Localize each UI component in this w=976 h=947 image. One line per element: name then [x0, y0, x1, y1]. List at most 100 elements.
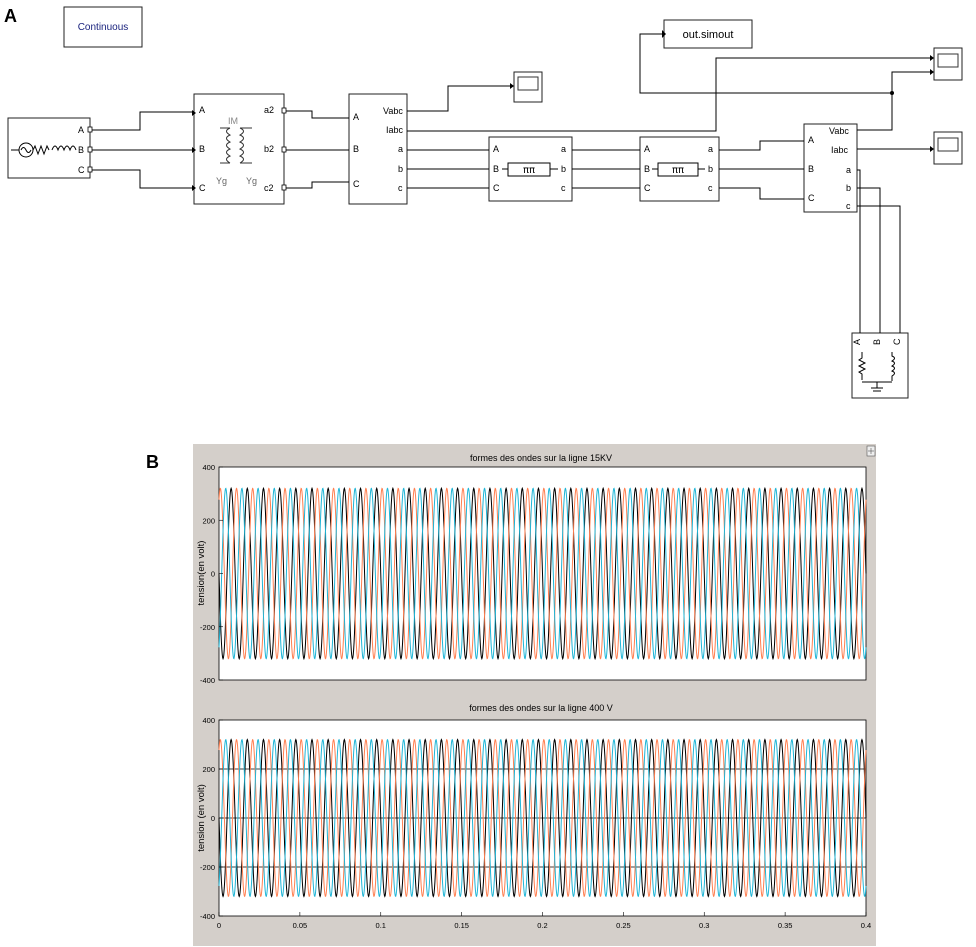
xtick-label: 0.05	[293, 921, 308, 930]
measurement-block-2[interactable]: A B C Vabc Iabc a b c	[803, 123, 858, 213]
chart-400v: formes des ondes sur la ligne 400 V 400 2…	[196, 703, 871, 930]
secondary-coil-icon	[238, 127, 244, 164]
transformer-port-a: A	[199, 105, 205, 115]
ytick-label: 400	[202, 463, 215, 472]
continuous-label: Continuous	[78, 22, 129, 33]
three-phase-source-block[interactable]: A B C	[7, 117, 93, 179]
line1-port-c: C	[493, 183, 500, 193]
source-port-c: C	[78, 165, 85, 175]
three-phase-load-block[interactable]: A B C	[851, 332, 909, 399]
transformer-port-c: C	[199, 183, 206, 193]
chart-400v-series	[218, 738, 867, 898]
simulink-diagram: A Continuous out.simout A B C	[4, 6, 963, 399]
pi-line-block-2[interactable]: A B C a b c ππ	[639, 136, 720, 202]
connection-wires	[92, 33, 934, 333]
load-port-b: B	[872, 339, 882, 345]
waveform-series-3	[218, 738, 867, 898]
measure1-port-c: C	[353, 179, 360, 189]
transformer-center-label: IM	[228, 116, 238, 126]
waveform-series-2	[218, 738, 867, 898]
secondary-winding-label: Yg	[246, 176, 257, 186]
chart-400v-ylabel: tension (en volt)	[196, 784, 207, 852]
measure1-port-b: B	[353, 144, 359, 154]
chart-15kv-title: formes des ondes sur la ligne 15KV	[470, 453, 612, 463]
resistor-icon	[32, 144, 50, 156]
scope-block-3[interactable]	[933, 131, 963, 165]
panel-letter-a: A	[4, 6, 17, 26]
primary-coil-icon	[226, 127, 232, 164]
waveform-series-3	[218, 487, 867, 660]
measure1-port-iabc: Iabc	[386, 125, 404, 135]
line2-port-out-c: c	[708, 183, 713, 193]
measure2-port-vabc: Vabc	[829, 126, 849, 136]
waveform-series-1	[218, 738, 867, 898]
pi-section-icon-2: ππ	[672, 165, 684, 176]
transformer-port-a2: a2	[264, 105, 274, 115]
line2-port-c: C	[644, 183, 651, 193]
measure1-port-out-c: c	[398, 183, 403, 193]
xtick-label: 0	[217, 921, 221, 930]
pi-line-block-1[interactable]: A B C a b c ππ	[488, 136, 573, 202]
load-port-a: A	[852, 339, 862, 345]
pi-section-icon: ππ	[523, 165, 535, 176]
ytick-label: 0	[211, 814, 215, 823]
xtick-label: 0.2	[537, 921, 547, 930]
measure2-port-out-a: a	[846, 165, 851, 175]
simout-label: out.simout	[683, 29, 734, 41]
chart-15kv-series	[218, 486, 867, 661]
ytick-label: 0	[211, 570, 215, 579]
line2-port-b: B	[644, 164, 650, 174]
xtick-label: 0.25	[616, 921, 631, 930]
line2-port-a: A	[644, 144, 650, 154]
xtick-label: 0.35	[778, 921, 793, 930]
measure2-port-b: B	[808, 164, 814, 174]
waveform-series-1	[218, 486, 867, 661]
ytick-label: -400	[200, 676, 215, 685]
transformer-port-b2: b2	[264, 144, 274, 154]
ytick-label: 200	[202, 516, 215, 525]
transformer-port-c2: c2	[264, 183, 274, 193]
panel-letter-b: B	[146, 452, 159, 472]
measure2-port-out-c: c	[846, 201, 851, 211]
waveform-plots: B formes des ondes sur la ligne 15KV 400…	[146, 444, 876, 946]
scope-block-1[interactable]	[513, 71, 543, 103]
ytick-label: -200	[200, 623, 215, 632]
chart-15kv-ylabel: tension(en volt)	[196, 541, 207, 606]
line2-port-out-b: b	[708, 164, 713, 174]
inductor-icon	[51, 145, 77, 152]
line1-port-out-b: b	[561, 164, 566, 174]
transformer-block[interactable]: A B C a2 b2 c2 IM Yg Yg	[192, 93, 287, 205]
xtick-label: 0.4	[861, 921, 871, 930]
chart-15kv: formes des ondes sur la ligne 15KV 400 20…	[196, 453, 867, 685]
to-workspace-block[interactable]: out.simout	[662, 19, 753, 49]
powergui-block[interactable]: Continuous	[63, 6, 143, 48]
measurement-block-1[interactable]: A B C Vabc Iabc a b c	[348, 93, 408, 205]
measure1-port-out-b: b	[398, 164, 403, 174]
measure2-port-c: C	[808, 193, 815, 203]
xtick-label: 0.1	[376, 921, 386, 930]
source-port-a: A	[78, 125, 84, 135]
measure1-port-out-a: a	[398, 144, 403, 154]
chart-400v-title: formes des ondes sur la ligne 400 V	[469, 703, 613, 713]
load-port-c: C	[892, 338, 902, 345]
load-inductor-icon	[890, 352, 895, 381]
ytick-label: -400	[200, 912, 215, 921]
measure1-port-a: A	[353, 112, 359, 122]
measure1-port-vabc: Vabc	[383, 106, 403, 116]
load-resistor-icon	[857, 352, 867, 380]
scope-block-2[interactable]	[933, 47, 963, 81]
measure2-port-a: A	[808, 135, 814, 145]
line1-port-out-a: a	[561, 144, 566, 154]
source-port-b: B	[78, 145, 84, 155]
line1-port-out-c: c	[561, 183, 566, 193]
transformer-port-b: B	[199, 144, 205, 154]
ytick-label: 200	[202, 765, 215, 774]
waveform-series-2	[218, 487, 867, 660]
primary-winding-label: Yg	[216, 176, 227, 186]
line1-port-a: A	[493, 144, 499, 154]
chart-15kv-ticks: 400 200 0 -200 -400	[200, 463, 223, 685]
xtick-label: 0.15	[454, 921, 469, 930]
measure2-port-iabc: Iabc	[831, 145, 849, 155]
ytick-label: 400	[202, 716, 215, 725]
